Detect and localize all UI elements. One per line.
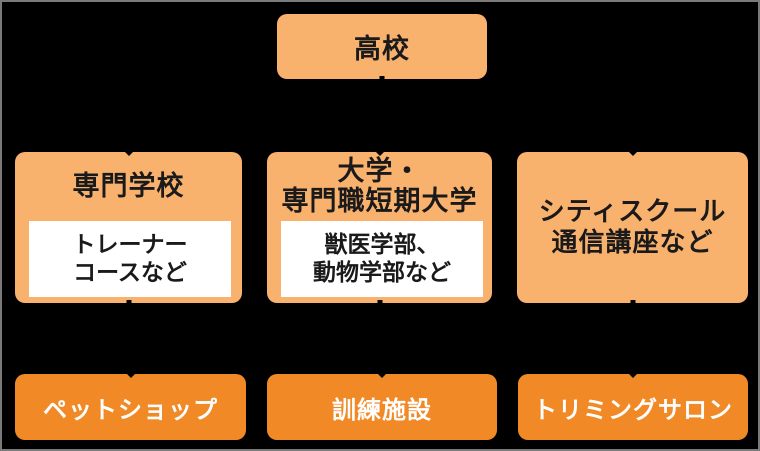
node-vocational-school: 専門学校 トレーナー コースなど — [15, 151, 242, 304]
connector-arrow-tip — [377, 373, 387, 378]
node-university: 大学・ 専門職短期大学 獣医学部、 動物学部など — [267, 151, 492, 304]
node-pet-shop-label: ペットショップ — [43, 395, 218, 424]
node-highschool: 高校 — [277, 14, 487, 80]
node-pet-shop: ペットショップ — [15, 373, 246, 440]
node-university-detail: 獣医学部、 動物学部など — [281, 221, 483, 297]
connector-arrow-tip — [628, 373, 638, 378]
connector-arrow-tip — [123, 151, 134, 156]
node-highschool-label: 高校 — [354, 34, 410, 65]
connector-arrow-tip — [125, 373, 136, 378]
node-university-title: 大学・ 専門職短期大学 — [281, 155, 478, 217]
node-vocational-school-detail: トレーナー コースなど — [29, 221, 231, 297]
node-city-school: シティスクール 通信講座など — [517, 151, 748, 304]
node-training-facility: 訓練施設 — [267, 373, 497, 440]
node-training-facility-label: 訓練施設 — [332, 395, 432, 424]
connector-arrow-tip — [627, 151, 638, 156]
connector-arrow-tip — [374, 151, 385, 156]
connector-line-stub — [630, 300, 635, 304]
connector-line-stub — [126, 300, 131, 304]
connector-line-stub — [377, 300, 382, 304]
node-vocational-school-title: 専門学校 — [72, 170, 185, 202]
node-trimming-salon-label: トリミングサロン — [533, 395, 733, 424]
connector-line-stub — [379, 76, 385, 80]
node-trimming-salon: トリミングサロン — [518, 373, 748, 440]
